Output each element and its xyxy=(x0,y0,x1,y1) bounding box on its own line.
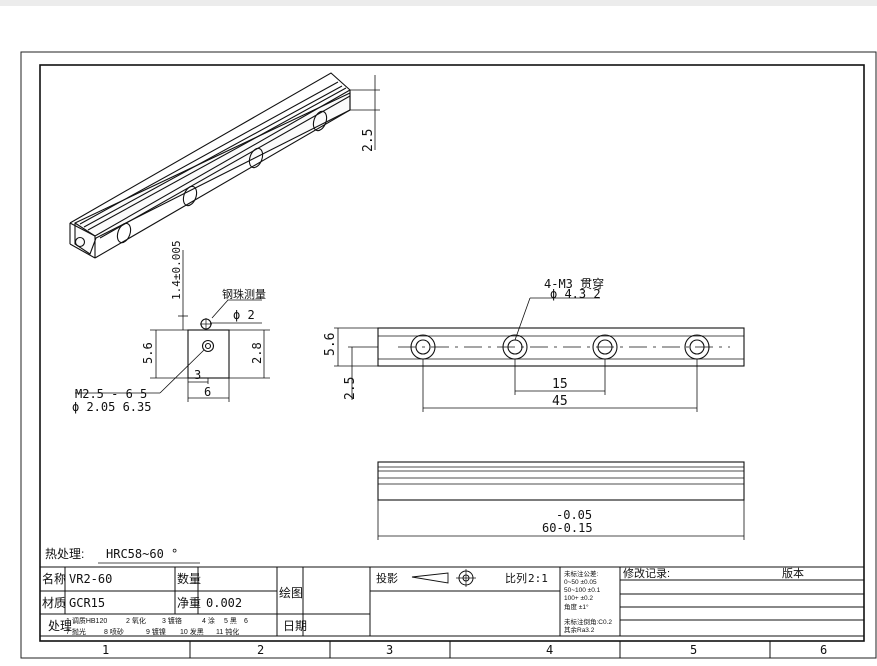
name-label: 名称 xyxy=(42,571,66,586)
section-dim-top-tol: 1.4±0.005 xyxy=(170,240,183,300)
qty-label: 数量 xyxy=(177,571,201,586)
top-view xyxy=(334,297,745,412)
section-dim-inner: 3 xyxy=(194,368,201,382)
version-label: 版本 xyxy=(782,566,804,580)
section-note-ball: 钢珠测量 xyxy=(222,287,266,301)
section-view xyxy=(75,250,270,402)
scale-label: 比列 xyxy=(505,571,527,585)
section-dim-width: 6 xyxy=(204,385,211,399)
tolerance-row: 角度 ±1° xyxy=(564,602,589,611)
draw-label: 绘图 xyxy=(279,585,303,600)
weight-label: 净重 xyxy=(177,596,201,610)
material-value: GCR15 xyxy=(69,596,105,610)
section-dim-ball: ϕ 2 xyxy=(233,308,255,322)
viewer-top-bar xyxy=(0,0,877,6)
process-label: 处理 xyxy=(48,619,72,633)
iso-dim-height: 2.5 xyxy=(361,129,376,152)
zone-label: 2 xyxy=(257,643,264,657)
process-item: 7 抛光 xyxy=(66,627,86,636)
process-item: 11 钝化 xyxy=(216,627,239,636)
zone-label: 5 xyxy=(690,643,697,657)
tolerance-table: 0~50 ±0.05 50~100 ±0.1 100+ ±0.2 角度 ±1° xyxy=(564,579,601,611)
isometric-view xyxy=(69,72,380,259)
revision-label: 修改记录: xyxy=(623,566,670,580)
top-view-dim-span: 45 xyxy=(552,394,568,409)
outer-frame xyxy=(20,51,877,659)
side-view xyxy=(377,461,745,540)
tolerance-row: 100+ ±0.2 xyxy=(564,595,593,602)
process-item: 2 氧化 xyxy=(126,616,146,625)
top-view-hole-callout-2: ϕ 4.3 2 xyxy=(550,287,601,301)
process-item: 1 调质HB120 xyxy=(66,616,107,625)
process-item: 9 镀镍 xyxy=(146,627,166,636)
top-view-hole-callout-1: 4-M3 贯穿 xyxy=(544,276,604,291)
top-view-dim-offset: 2.5 xyxy=(343,377,358,400)
top-view-dim-height: 5.6 xyxy=(323,333,338,356)
section-hole-spec-2: ϕ 2.05 6.35 xyxy=(72,400,151,414)
zone-strip xyxy=(189,641,771,658)
heat-treatment-label: 热处理: xyxy=(45,547,84,561)
process-item: 3 镀铬 xyxy=(162,616,182,625)
process-item: 5 黑 xyxy=(224,617,237,625)
date-label: 日期 xyxy=(283,619,307,633)
title-block xyxy=(40,566,864,637)
weight-value: 0.002 xyxy=(206,596,242,610)
inner-frame xyxy=(39,64,865,642)
section-dim-height: 5.6 xyxy=(141,342,155,364)
side-view-dim-length: 60-0.15 xyxy=(542,521,593,535)
zone-label: 4 xyxy=(546,643,553,657)
tolerance-row: 50~100 ±0.1 xyxy=(564,587,601,594)
tolerance-row: 0~50 ±0.05 xyxy=(564,579,597,586)
top-view-dim-pitch: 15 xyxy=(552,377,568,392)
side-view-dim-tol: -0.05 xyxy=(556,508,592,522)
chamfer-note-1: 未标注倒角:C0.2 xyxy=(564,617,612,626)
name-value: VR2-60 xyxy=(69,572,112,586)
material-label: 材质 xyxy=(42,596,66,610)
projection-label: 投影 xyxy=(376,571,398,585)
zone-label: 6 xyxy=(820,643,827,657)
chamfer-note-2: 其余Ra3.2 xyxy=(564,625,595,634)
process-item: 8 喷砂 xyxy=(104,627,124,636)
process-item: 4 涂 xyxy=(202,616,215,625)
zone-label: 3 xyxy=(386,643,393,657)
process-items: 1 调质HB120 2 氧化 3 镀铬 4 涂 5 黑 6 7 抛光 8 喷砂 … xyxy=(66,616,248,636)
process-item: 10 发黑 xyxy=(180,627,204,636)
side-view-body xyxy=(377,461,745,501)
section-hole-spec-1: M2.5 - 6 5 xyxy=(75,387,147,401)
section-dim-half-height: 2.8 xyxy=(250,342,264,364)
tolerance-title: 未标注公差: xyxy=(564,569,599,578)
section-body xyxy=(187,329,230,379)
scale-value: 2:1 xyxy=(528,572,548,585)
zone-label: 1 xyxy=(102,643,109,657)
heat-treatment-value: HRC58~60 ° xyxy=(106,547,178,561)
process-item: 6 xyxy=(244,618,248,625)
